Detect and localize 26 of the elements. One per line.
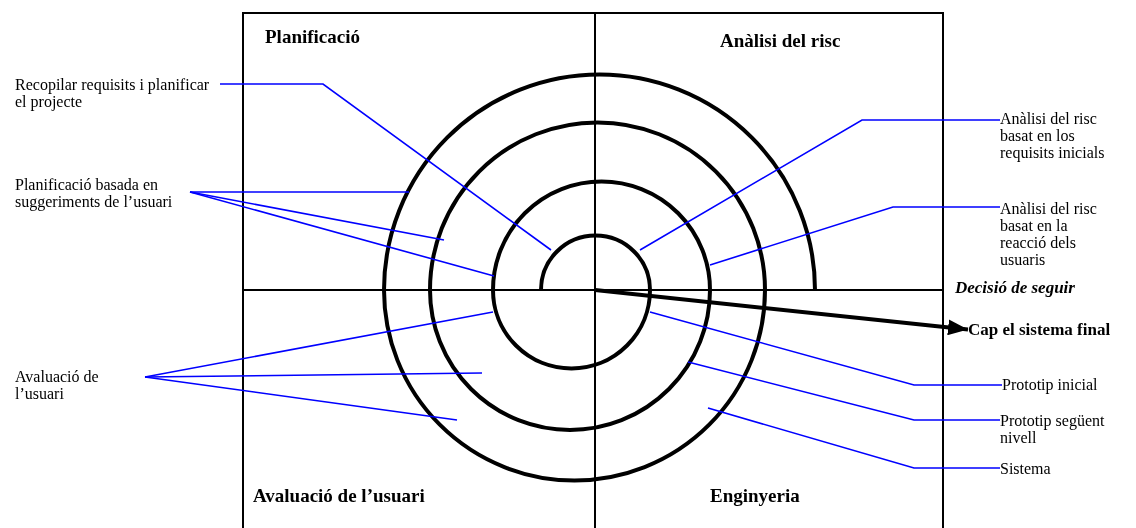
- arrow: [594, 288, 969, 336]
- callout-text: Anàlisi del risc basat en la reacció dels usuaris: [1000, 200, 1115, 268]
- quadrant-title: Enginyeria: [710, 485, 800, 507]
- callout-text: Cap el sistema final: [968, 321, 1136, 338]
- callout-text: Planificació basada en suggeriments de l’usuari: [15, 176, 190, 210]
- leader-line: [687, 361, 1001, 421]
- quadrant-title: Anàlisi del risc: [720, 30, 841, 52]
- callout-text: Anàlisi del risc basat en los requisits inicials: [1000, 110, 1115, 161]
- callout-text: Recopilar requisits i planificar el projecte: [15, 76, 220, 110]
- callout-text: Sistema: [1000, 460, 1100, 477]
- leader-line: [189, 191, 445, 241]
- leader-line: [189, 191, 410, 193]
- quadrant-title: Avaluació de l’usuari: [253, 485, 425, 507]
- callout-text: Prototip següent nivell: [1000, 412, 1130, 446]
- leader-line: [144, 376, 458, 421]
- decision-label: Decisió de seguir: [955, 278, 1075, 298]
- leader-line: [189, 191, 495, 277]
- leader-line: [709, 206, 1001, 266]
- leader-line: [219, 83, 552, 251]
- quadrant-title: Planificació: [265, 26, 360, 48]
- leader-line: [639, 119, 1001, 251]
- leader-line: [707, 407, 1001, 469]
- leader-line: [649, 311, 1003, 386]
- leader-line: [144, 372, 483, 378]
- callout-text: Avaluació de l’usuari: [15, 368, 145, 402]
- callout-text: Prototip inicial: [1002, 376, 1132, 393]
